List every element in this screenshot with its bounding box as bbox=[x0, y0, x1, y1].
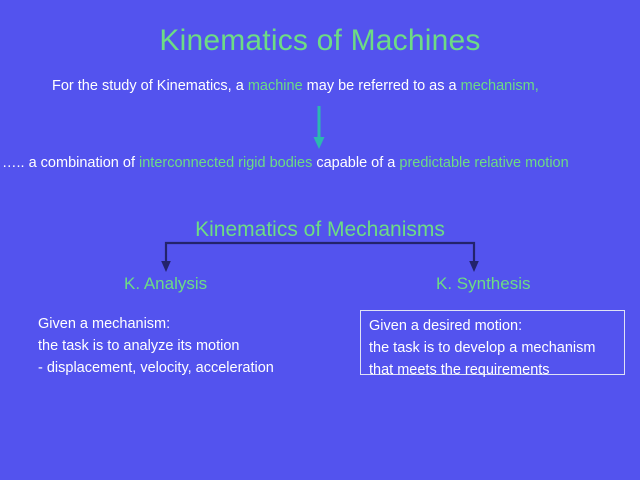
branch-arrow-right-icon bbox=[469, 261, 479, 272]
definition-highlight-machine: machine bbox=[247, 78, 303, 94]
branch-connector bbox=[158, 240, 482, 274]
analysis-description-text: Given a mechanism: the task is to analyz… bbox=[38, 316, 274, 376]
definition-text-part-2: may be referred to as a bbox=[302, 78, 461, 94]
branch-arrow-left-icon bbox=[161, 261, 171, 272]
combination-text-part-1: ….. a combination of bbox=[2, 155, 140, 171]
combination-highlight-relative-motion: predictable relative motion bbox=[399, 155, 569, 171]
section-heading-kinematics-of-mechanisms: Kinematics of Mechanisms bbox=[195, 218, 445, 241]
combination-highlight-rigid-bodies: interconnected rigid bodies bbox=[139, 155, 313, 171]
definition-highlight-mechanism: mechanism, bbox=[460, 78, 539, 94]
page-title: Kinematics of Machines bbox=[159, 24, 481, 57]
definition-text-part-1: For the study of Kinematics, a bbox=[52, 78, 248, 94]
synthesis-description-box: Given a desired motion: the task is to d… bbox=[360, 310, 625, 378]
arrow-down-icon bbox=[311, 106, 327, 150]
branch-label-synthesis: K. Synthesis bbox=[436, 274, 531, 293]
combination-text-part-2: capable of a bbox=[312, 155, 400, 171]
combination-sentence: ….. a combination of interconnected rigi… bbox=[2, 155, 569, 171]
branch-label-analysis: K. Analysis bbox=[124, 274, 208, 293]
definition-sentence: For the study of Kinematics, a machine m… bbox=[52, 78, 539, 94]
synthesis-description-text: Given a desired motion: the task is to d… bbox=[369, 318, 596, 378]
